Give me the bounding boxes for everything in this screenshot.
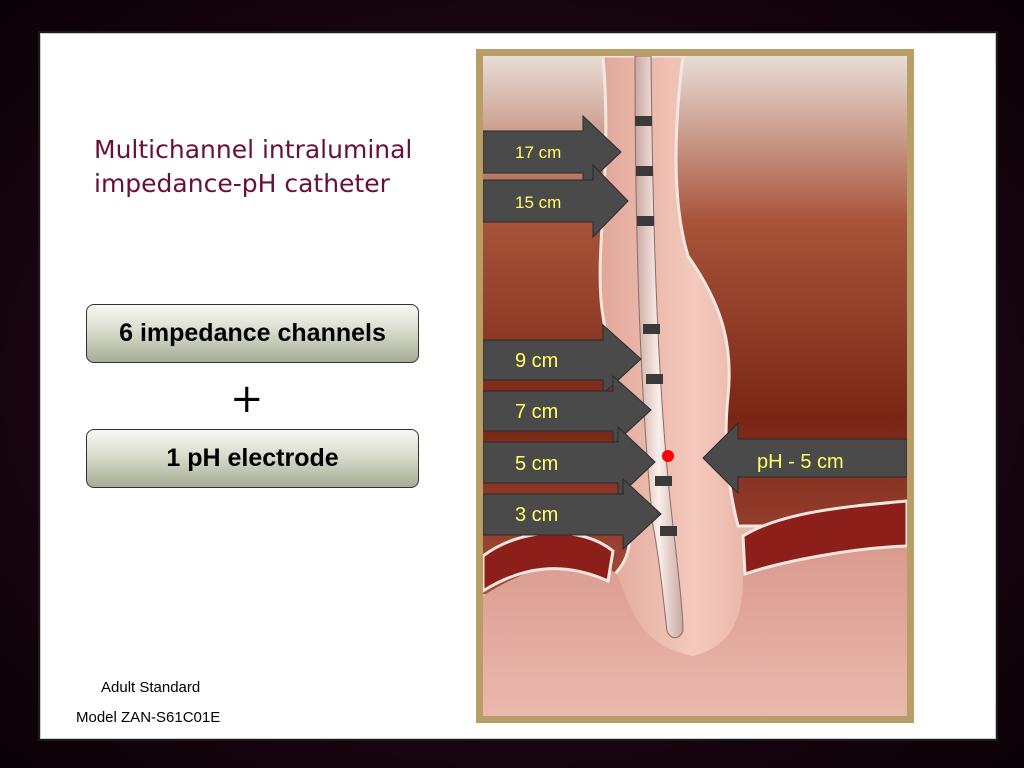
ph-electrode-box: 1 pH electrode: [86, 429, 419, 488]
impedance-ring-extra: [637, 216, 654, 226]
label-5cm: 5 cm: [515, 453, 558, 475]
label-3cm: 3 cm: [515, 504, 558, 526]
impedance-ring-3cm: [660, 526, 677, 536]
label-9cm: 9 cm: [515, 350, 558, 372]
ph-sensor-dot: [662, 450, 674, 462]
label-15cm: 15 cm: [515, 193, 561, 212]
impedance-channels-box: 6 impedance channels: [86, 304, 419, 363]
label-7cm: 7 cm: [515, 401, 558, 423]
footer-adult-standard: Adult Standard: [101, 679, 200, 696]
impedance-ring-9cm: [643, 324, 660, 334]
impedance-ring-7cm: [646, 374, 663, 384]
impedance-ring-17cm: [635, 116, 652, 126]
esophagus-illustration: 17 cm 15 cm 9 cm 7 cm 5 cm 3 cm pH - 5 c…: [476, 49, 914, 723]
label-ph-5cm: pH - 5 cm: [757, 451, 844, 473]
esophagus-drawing: 17 cm 15 cm 9 cm 7 cm 5 cm 3 cm pH - 5 c…: [483, 56, 907, 716]
impedance-ring-15cm: [636, 166, 653, 176]
footer-model-number: Model ZAN-S61C01E: [76, 709, 220, 726]
impedance-ring-5cm: [655, 476, 672, 486]
plus-sign: +: [230, 379, 264, 419]
label-17cm: 17 cm: [515, 143, 561, 162]
slide: Multichannel intraluminal impedance-pH c…: [38, 31, 998, 741]
slide-title: Multichannel intraluminal impedance-pH c…: [94, 133, 474, 201]
